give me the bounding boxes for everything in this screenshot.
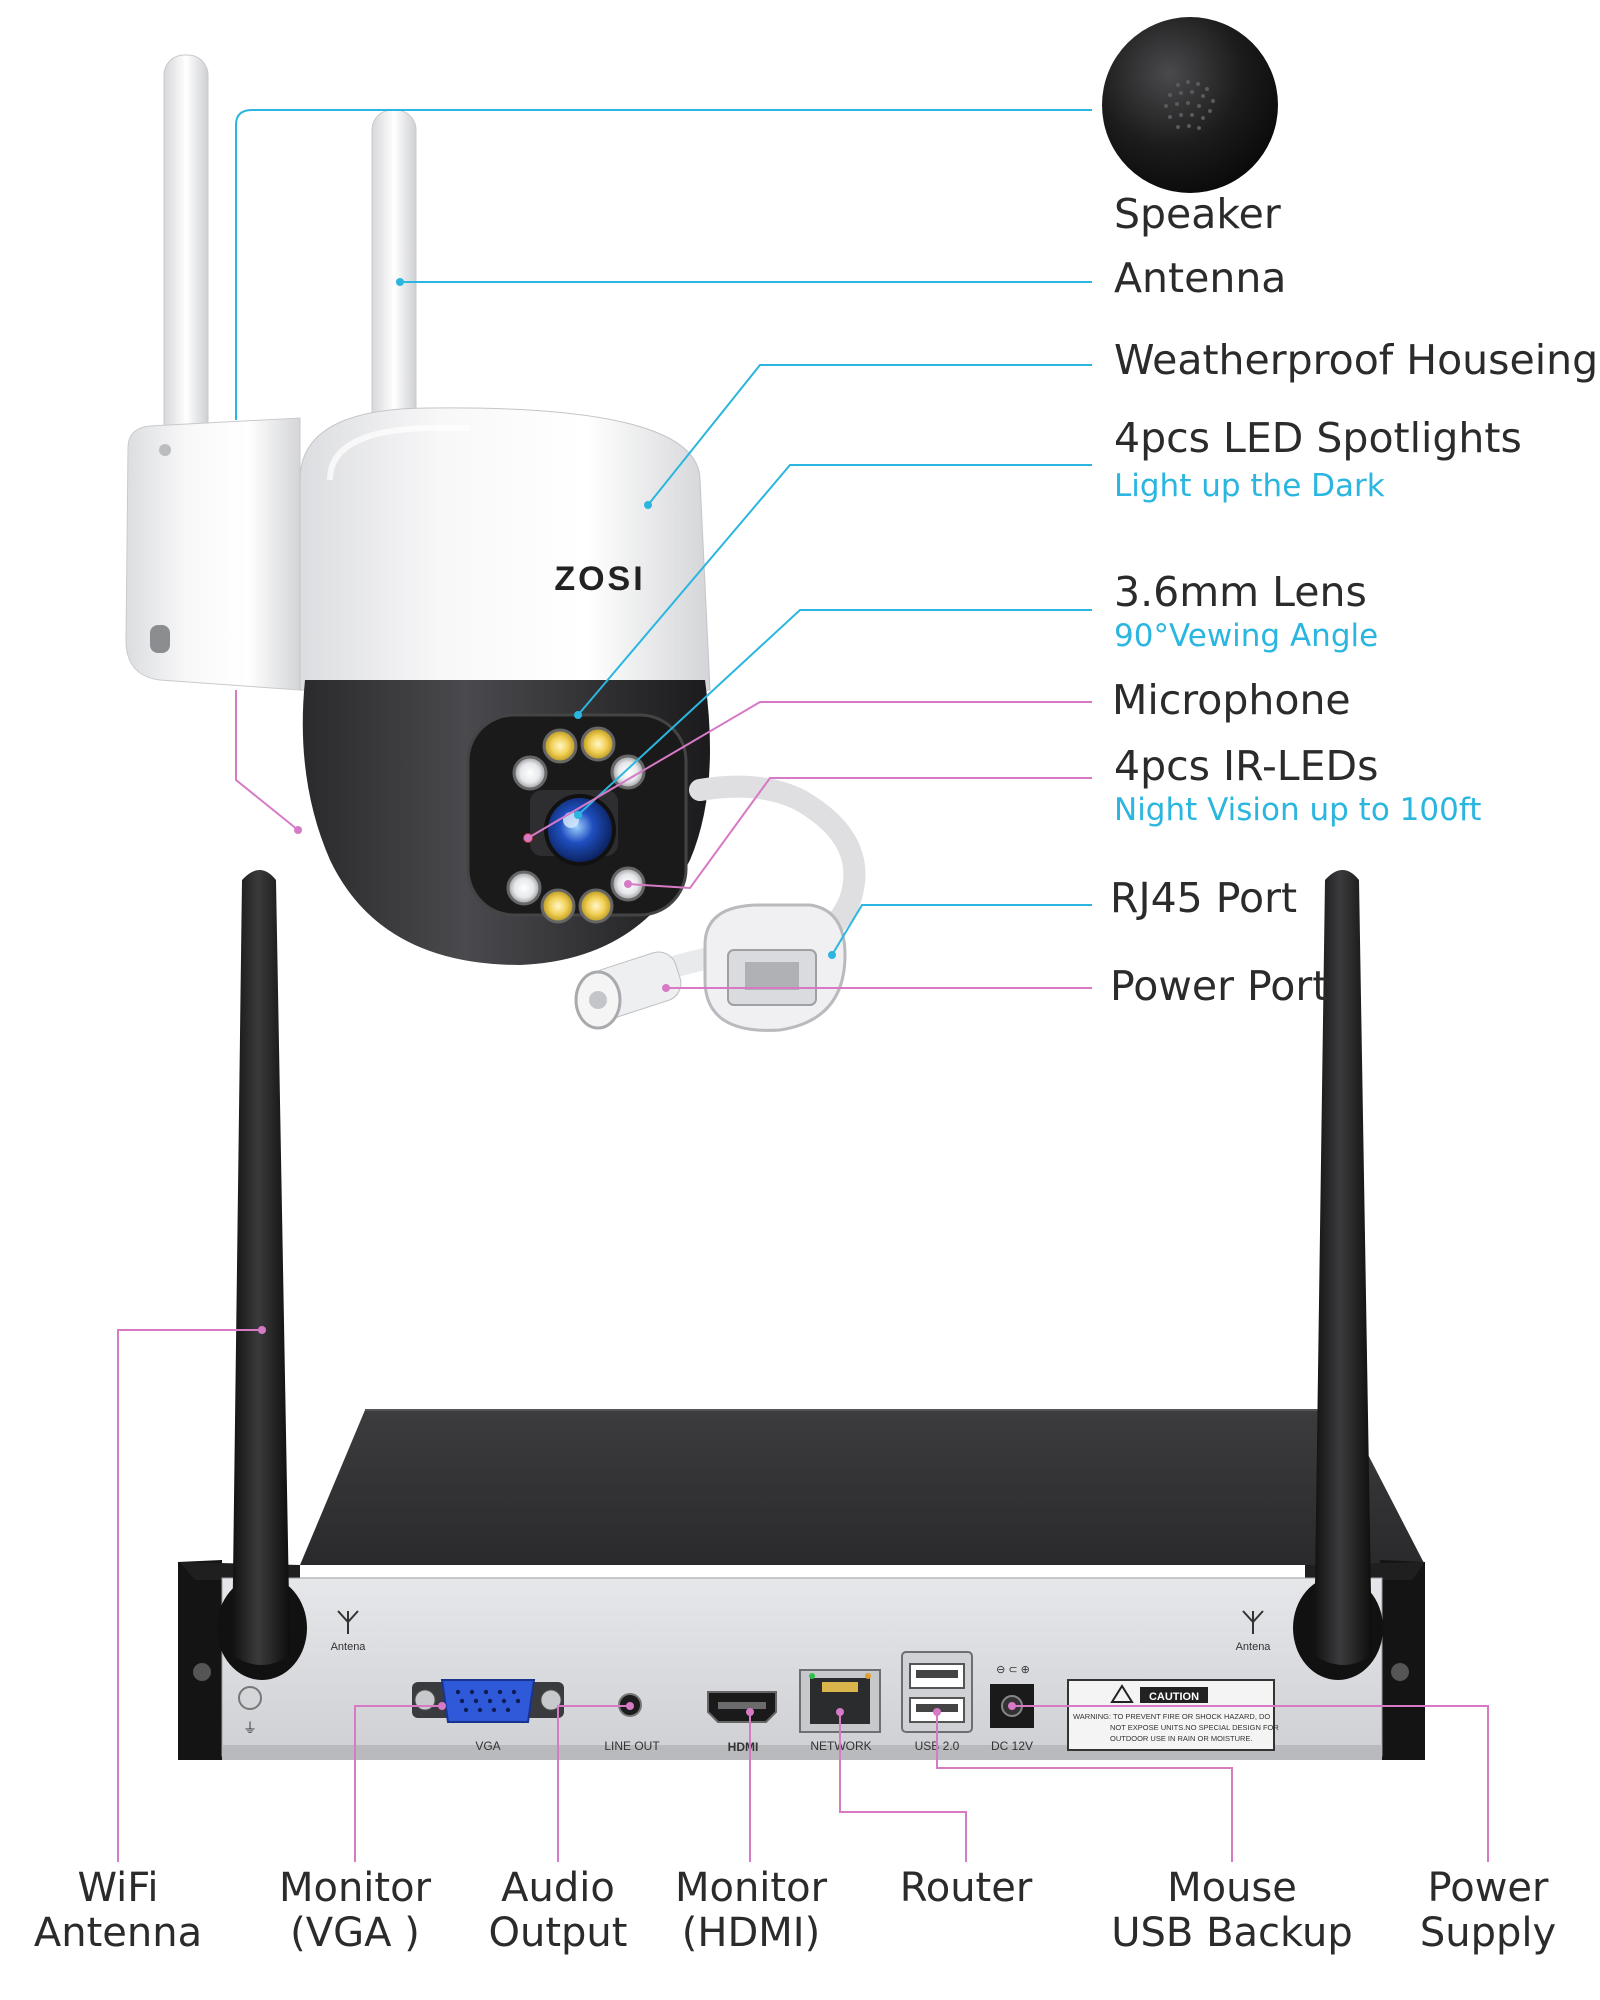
brand-logo: ZOSI [554, 560, 645, 598]
nvr-top [300, 1410, 1425, 1565]
caution-line-1: WARNING: TO PREVENT FIRE OR SHOCK HAZARD… [1073, 1712, 1270, 1721]
wifi-antenna-right [1314, 870, 1372, 1665]
label-hdmi-line1: Monitor [674, 1865, 828, 1911]
label-weatherproof-housing: Weatherproof Houseing [1114, 336, 1599, 384]
label-vga-line1: Monitor [278, 1865, 432, 1911]
label-lens: 3.6mm Lens [1114, 568, 1367, 616]
label-audio-line1: Audio [501, 1865, 615, 1911]
camera-mount [125, 417, 301, 691]
label-power-line1: Power [1427, 1865, 1549, 1911]
ground-screw [238, 1686, 262, 1710]
panel-line-out-label: LINE OUT [604, 1739, 660, 1753]
label-microphone: Microphone [1112, 676, 1351, 724]
panel-hdmi-label: HDMI [728, 1740, 759, 1754]
label-rj45-port: RJ45 Port [1110, 874, 1298, 922]
usb-ports [901, 1651, 973, 1733]
panel-antenna-left: Antena [331, 1641, 367, 1653]
label-antenna: Antenna [1114, 254, 1287, 302]
label-led-spotlights-sub: Light up the Dark [1114, 468, 1385, 504]
label-mouse-usb: Mouse USB Backup [1097, 1865, 1367, 1957]
label-audio-line2: Output [488, 1910, 628, 1957]
label-vga-line2: (VGA ) [290, 1910, 420, 1957]
label-usb-line2: USB Backup [1111, 1910, 1353, 1957]
label-monitor-vga: Monitor (VGA ) [265, 1865, 445, 1957]
vga-port [412, 1679, 564, 1723]
panel-antenna-right: Antena [1236, 1641, 1272, 1653]
callout-dots [258, 278, 1016, 1716]
label-wifi-antenna: WiFi Antenna [28, 1865, 208, 1957]
label-led-spotlights: 4pcs LED Spotlights [1114, 414, 1522, 462]
callout-lines [117, 109, 1489, 1862]
label-audio-output: Audio Output [468, 1865, 648, 1957]
power-connector [574, 951, 682, 1030]
label-wifi-line1: WiFi [77, 1865, 159, 1911]
label-power-port: Power Port [1110, 962, 1329, 1010]
caution-line-3: OUTDOOR USE IN RAIN OR MOISTURE. [1110, 1734, 1253, 1743]
label-wifi-line2: Antenna [33, 1910, 203, 1957]
label-usb-line1: Mouse [1167, 1865, 1297, 1911]
svg-text:⏚: ⏚ [243, 1720, 257, 1736]
caution-title: CAUTION [1149, 1691, 1199, 1703]
nvr-left-bracket [178, 1560, 222, 1760]
camera-lens [544, 794, 616, 866]
label-power-supply: Power Supply [1398, 1865, 1578, 1957]
wifi-antenna-left [232, 870, 290, 1665]
caution-label: CAUTION WARNING: TO PREVENT FIRE OR SHOC… [1067, 1679, 1279, 1751]
led-ring [506, 726, 646, 924]
camera-antenna-right [371, 109, 417, 451]
nvr-right-bracket [1380, 1560, 1425, 1760]
label-router-line1: Router [899, 1865, 1033, 1911]
panel-vga-label: VGA [475, 1739, 500, 1753]
rj45-connector [703, 903, 847, 1032]
label-lens-sub: 90°Vewing Angle [1114, 618, 1379, 654]
panel-dc-label: DC 12V [991, 1739, 1033, 1753]
label-speaker: Speaker [1114, 190, 1281, 238]
label-hdmi-line2: (HDMI) [681, 1910, 821, 1957]
label-monitor-hdmi: Monitor (HDMI) [661, 1865, 841, 1957]
label-ir-leds: 4pcs IR-LEDs [1114, 742, 1379, 790]
camera-antenna-left [163, 54, 209, 451]
nvr: ⏚ Antena Antena VGA LINE OU [178, 870, 1425, 1760]
svg-text:⊖ ⊂ ⊕: ⊖ ⊂ ⊕ [996, 1664, 1030, 1676]
caution-line-2: NOT EXPOSE UNITS.NO SPECIAL DESIGN FOR [1110, 1723, 1279, 1732]
weatherproof-housing [299, 407, 711, 696]
label-ir-leds-sub: Night Vision up to 100ft [1114, 792, 1482, 828]
speaker-illustration [1102, 17, 1278, 193]
label-router: Router [876, 1865, 1056, 1911]
label-power-line2: Supply [1419, 1910, 1557, 1957]
